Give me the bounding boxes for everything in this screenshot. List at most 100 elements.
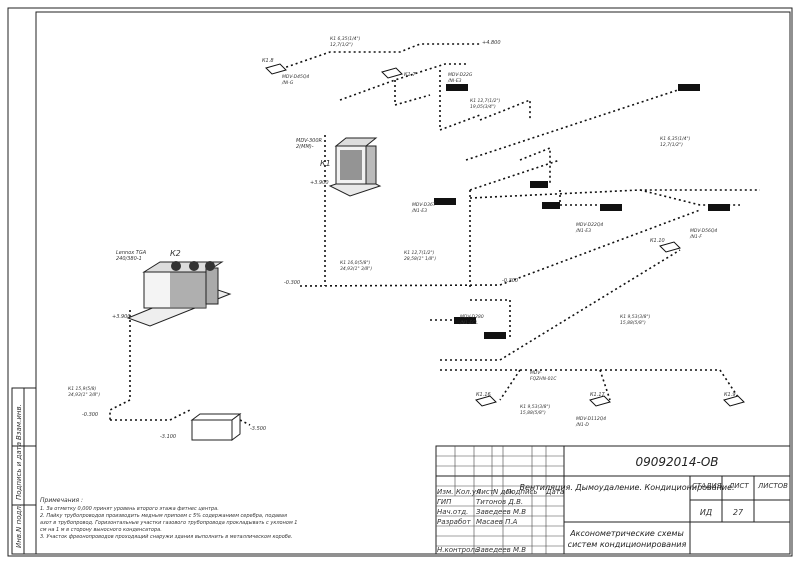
- title-block: Изм. Кол.уч Лист N док Подпись Дата ГИП …: [435, 445, 791, 555]
- note-2a: 2. Пайку трубопроводов производить медны…: [40, 513, 287, 519]
- name-razr: Масаев П.А: [476, 518, 518, 526]
- svg-text:28,58(1" 1/8"): 28,58(1" 1/8"): [404, 256, 436, 262]
- svg-text:-3.100: -3.100: [160, 434, 176, 440]
- outdoor-unit-k2: К2 Lennox TGA 240/380-1 +3.900: [112, 249, 232, 327]
- sheet-value: 27: [733, 508, 744, 517]
- role-gip: ГИП: [437, 498, 452, 506]
- name-nkontr: Заведеев М.В: [476, 546, 526, 554]
- svg-text:К1.17: К1.17: [590, 392, 606, 398]
- svg-text:19,05(3/4"): 19,05(3/4"): [470, 104, 496, 110]
- notes-header: Примечания :: [40, 497, 83, 504]
- svg-text:К1.8: К1.8: [262, 58, 274, 64]
- svg-text:34,93(1" 3/8"): 34,93(1" 3/8"): [340, 266, 372, 272]
- outdoor-unit-k1: К1 MDV-300R 2(MM)- +3.900: [296, 137, 382, 197]
- stamp-replace-label: Взам.инв.: [15, 404, 23, 440]
- sheet-title-2: систем кондиционирования: [568, 540, 687, 549]
- col-kol: Кол.уч: [456, 488, 480, 496]
- svg-text:/N1-D: /N1-D: [575, 422, 589, 428]
- col-date: Дата: [545, 488, 564, 496]
- note-3: 3. Участок фреонопроводов проходящий сна…: [40, 534, 293, 540]
- svg-text:240/380-1: 240/380-1: [116, 256, 142, 262]
- unit-model-labels: MDV-D45Q4 /NI-G MDV-D22G /NI-E3 MDV-D36T…: [281, 72, 717, 428]
- svg-text:MDV-D280: MDV-D280: [460, 314, 484, 320]
- role-nach: Нач.отд.: [437, 508, 468, 516]
- svg-text:MDV-: MDV-: [530, 370, 542, 376]
- col-sign: Подпись: [506, 488, 538, 496]
- svg-text:+4.800: +4.800: [482, 40, 501, 46]
- notes: Примечания : 1. За отметку 0,000 принят …: [40, 497, 298, 540]
- svg-text:MDV-D112Q4: MDV-D112Q4: [576, 416, 606, 422]
- sheets-header: ЛИСТОВ: [757, 482, 788, 490]
- svg-text:-3.500: -3.500: [250, 426, 266, 432]
- stamp-sign-label: Подпись и дата: [15, 442, 23, 500]
- svg-text:MDV-D56Q4: MDV-D56Q4: [690, 228, 717, 234]
- level-marks: +4.800 -0.300 -0.300 -0.300 -3.100 -3.50…: [82, 40, 518, 440]
- svg-text:2(MM)-: 2(MM)-: [296, 144, 314, 150]
- svg-text:/NI-G: /NI-G: [281, 80, 294, 86]
- role-nkontr: Н.контроль: [437, 546, 479, 554]
- svg-text:/N1-ECL: /N1-ECL: [459, 320, 478, 326]
- stamp-inv-label: Инв.N подл.: [15, 504, 23, 548]
- note-2c: см на 1 м в сторону выносного конденсато…: [40, 527, 162, 533]
- svg-text:MDV-D22Q4: MDV-D22Q4: [576, 222, 603, 228]
- k2-tag: К2: [170, 249, 181, 258]
- col-izm: Изм.: [437, 488, 453, 496]
- unit-k1-7: К1.7: [381, 67, 416, 79]
- col-ndok: N док: [493, 488, 515, 496]
- sheet-border: [7, 7, 793, 557]
- svg-text:-0.300: -0.300: [82, 412, 98, 418]
- svg-text:/N1-E3: /N1-E3: [575, 228, 591, 234]
- svg-text:MDV-D45Q4: MDV-D45Q4: [282, 74, 309, 80]
- svg-text:MDV-D36T: MDV-D36T: [412, 202, 437, 208]
- pipe-network: [109, 43, 760, 426]
- unit-k1-9: К1.9: [723, 392, 745, 407]
- svg-text:-0.300: -0.300: [502, 278, 518, 284]
- note-1: 1. За отметку 0,000 принят уровень второ…: [40, 506, 219, 512]
- drawing-title-main: Вентиляция. Дымоудаление. Кондиционирова…: [519, 483, 734, 492]
- svg-text:+3.900: +3.900: [310, 180, 329, 186]
- svg-text:К1 6,35(1/4"): К1 6,35(1/4"): [330, 36, 361, 42]
- stage-value: ИД: [700, 508, 712, 517]
- svg-text:MDV-D22G: MDV-D22G: [448, 72, 473, 78]
- svg-text:15,88(5/8"): 15,88(5/8"): [620, 320, 646, 326]
- indoor-units: К1.8 К1.7 К1.16 К1.17 К1.9 К1.10: [262, 58, 745, 407]
- svg-text:К1.10: К1.10: [650, 238, 665, 244]
- unit-k1-8: К1.8: [262, 58, 287, 75]
- col-list: Лист: [475, 488, 495, 496]
- svg-text:+3.900: +3.900: [112, 314, 131, 320]
- svg-text:/N1-E3: /N1-E3: [411, 208, 427, 214]
- name-gip: Титонов Д.В.: [476, 498, 523, 506]
- svg-text:К1 9,53(3/8"): К1 9,53(3/8"): [620, 314, 651, 320]
- svg-text:К1.9: К1.9: [724, 392, 736, 398]
- svg-text:FQZHN-01C: FQZHN-01C: [530, 376, 557, 382]
- unit-k1-17: К1.17: [589, 392, 611, 407]
- svg-text:К1 12,7(1/2"): К1 12,7(1/2"): [470, 98, 501, 104]
- unit-k1-16: К1.16: [475, 392, 497, 407]
- svg-text:MDV-300R: MDV-300R: [296, 138, 322, 144]
- svg-text:К1 9,53(3/8"): К1 9,53(3/8"): [520, 404, 551, 410]
- drawing-frame: [35, 11, 791, 555]
- sheet-title-1: Аксонометрические схемы: [569, 529, 684, 538]
- sheet-header: ЛИСТ: [728, 482, 749, 490]
- drawing-code: 09092014-ОВ: [635, 455, 718, 469]
- unit-k1-10: К1.10: [650, 238, 681, 253]
- role-razr: Разработ: [437, 518, 472, 526]
- svg-text:К1 15,9(5/8): К1 15,9(5/8): [68, 386, 97, 392]
- svg-text:/N1-F: /N1-F: [689, 234, 702, 240]
- svg-text:15,88(5/8"): 15,88(5/8"): [520, 410, 546, 416]
- svg-text:К1 16,0(5/8"): К1 16,0(5/8"): [340, 260, 371, 266]
- condenser-box: [190, 413, 242, 441]
- svg-text:12,7(1/2"): 12,7(1/2"): [660, 142, 683, 148]
- svg-text:34,93(1" 3/8"): 34,93(1" 3/8"): [68, 392, 100, 398]
- pipe-labels: К1 6,35(1/4") 12,7(1/2") К1 12,7(1/2") 1…: [68, 36, 691, 416]
- note-2b: азот в трубопровод. Горизонтальные участ…: [40, 520, 298, 526]
- svg-text:Lennox TGA: Lennox TGA: [116, 250, 147, 256]
- svg-text:/NI-E3: /NI-E3: [447, 78, 462, 84]
- svg-text:К1.7: К1.7: [404, 72, 416, 78]
- cassette-units: [434, 84, 730, 339]
- svg-text:К1.16: К1.16: [476, 392, 491, 398]
- svg-text:-0.300: -0.300: [284, 280, 300, 286]
- name-nach: Заведеев М.В: [476, 508, 526, 516]
- stage-header: СТАДИЯ: [692, 482, 722, 490]
